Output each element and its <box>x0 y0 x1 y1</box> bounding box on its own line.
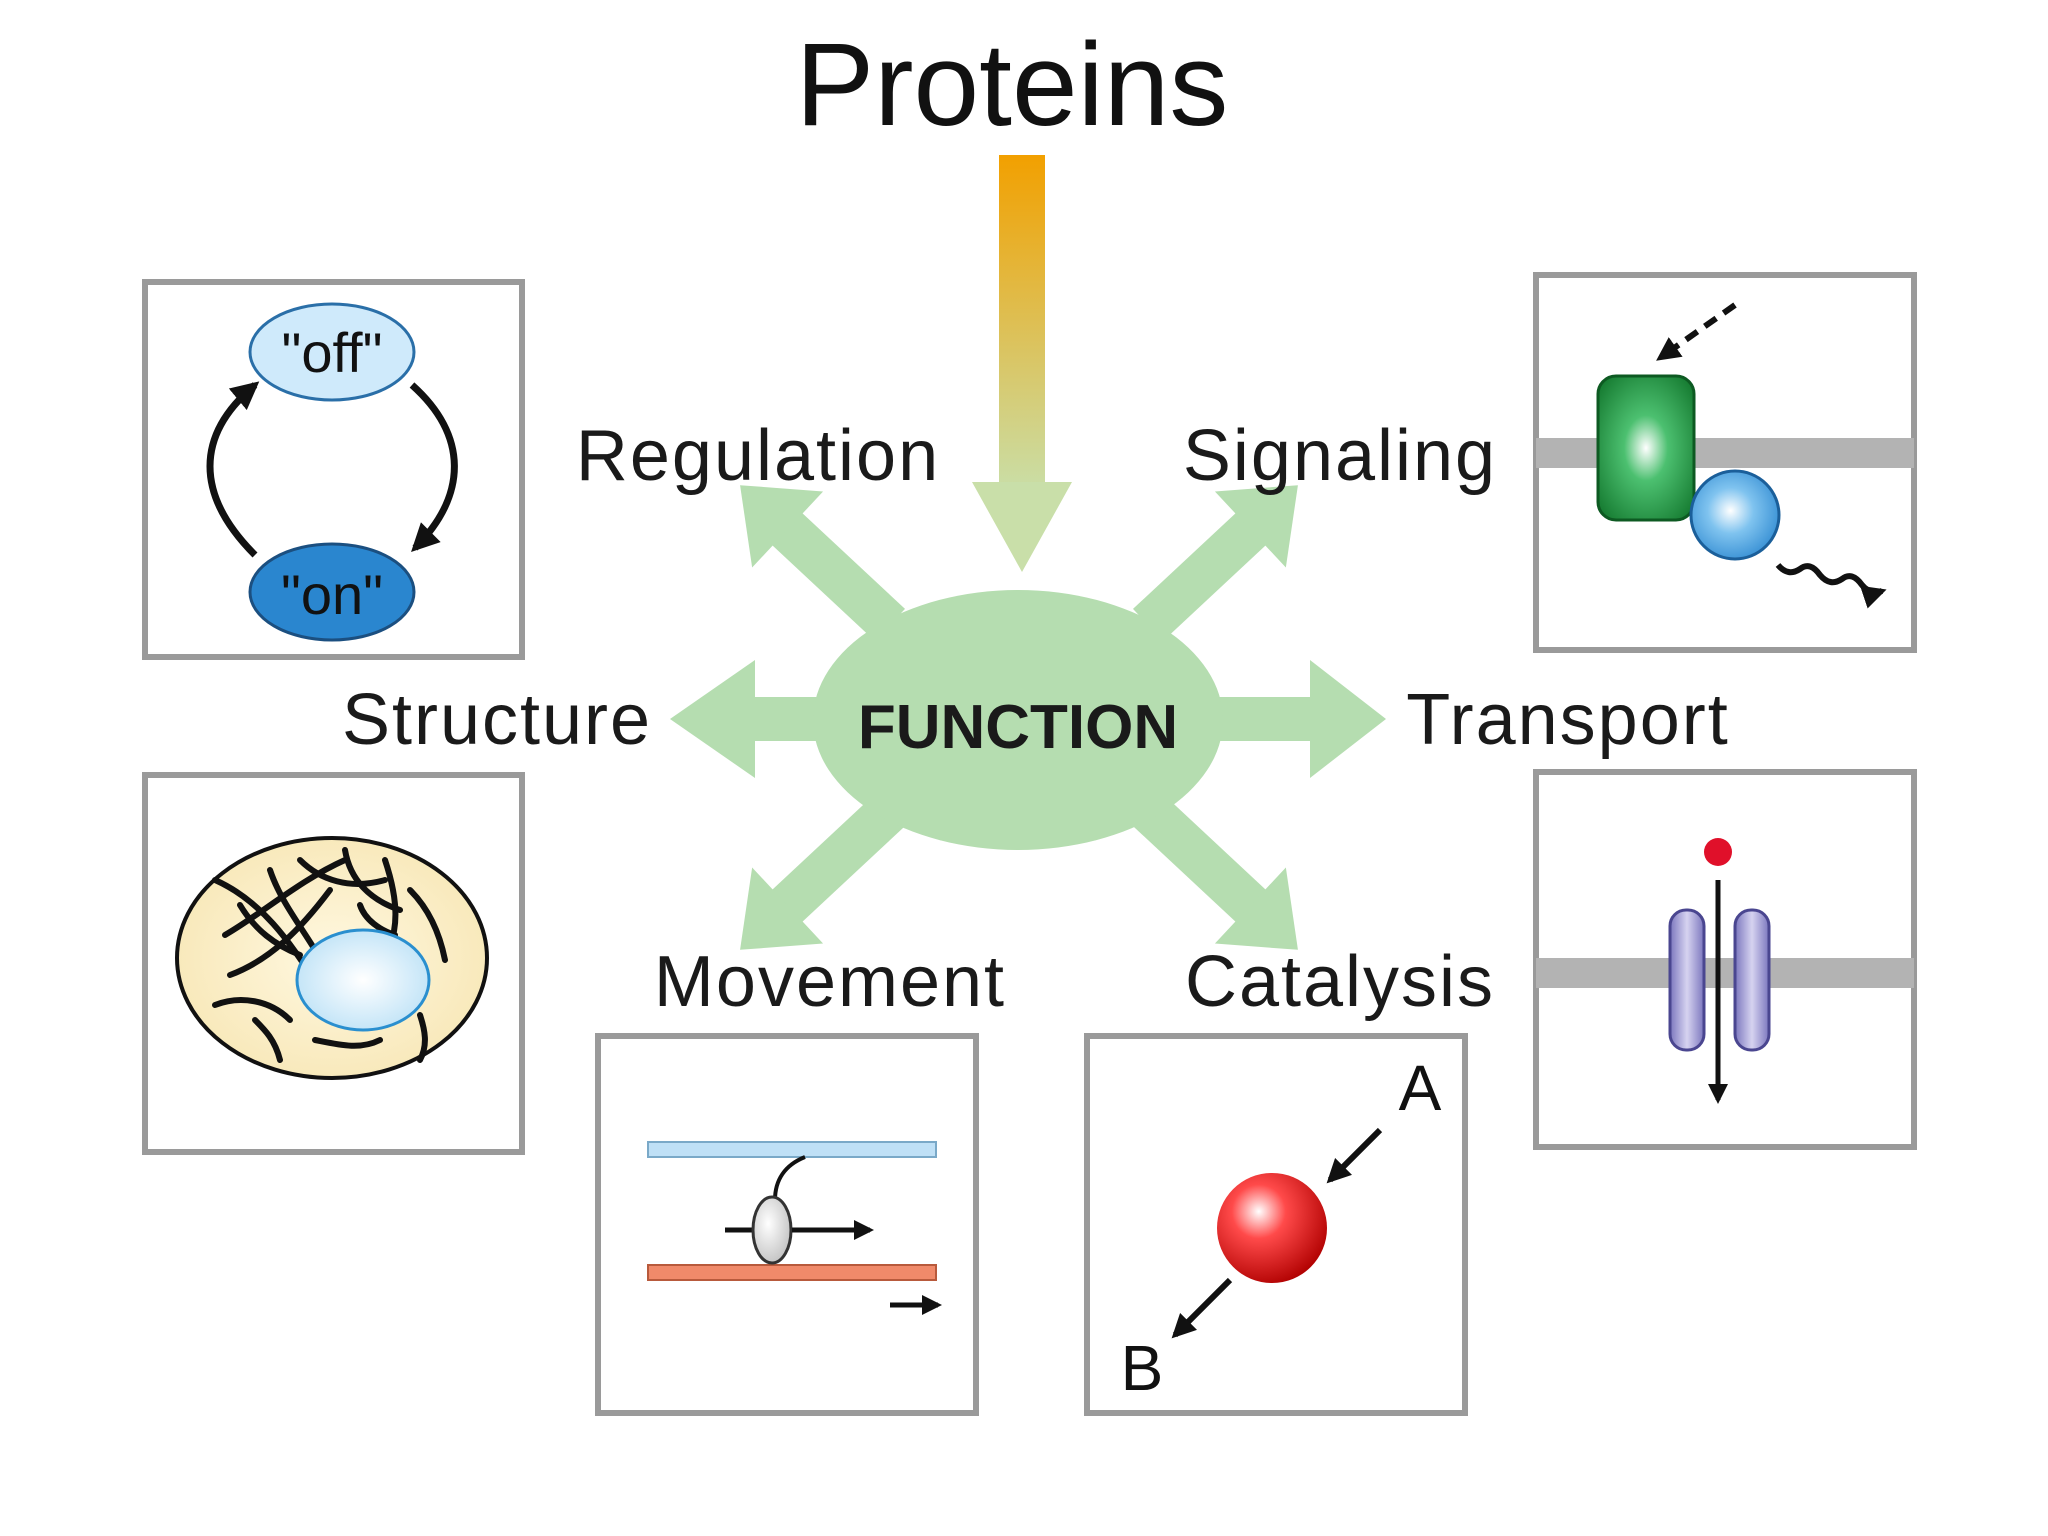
catalysis-panel: A B <box>1084 1033 1468 1416</box>
enzyme <box>1217 1173 1327 1283</box>
on-to-off-arrow-icon <box>206 381 260 558</box>
signaling-panel <box>1533 272 1917 653</box>
on-label: "on" <box>281 563 383 626</box>
label-movement: Movement <box>654 942 1006 1022</box>
on-state <box>248 542 416 642</box>
product-arrow-icon <box>1171 1277 1233 1339</box>
signal-input-arrow-icon <box>1656 302 1737 361</box>
arrow-regulation <box>740 485 906 642</box>
label-regulation: Regulation <box>576 416 940 496</box>
substrate-label: A <box>1399 1052 1442 1124</box>
arrow-signaling <box>1132 485 1298 642</box>
signal-output-arrow-icon <box>1775 562 1887 609</box>
diagram-title: Proteins <box>796 19 1229 151</box>
membrane <box>1536 438 1914 468</box>
transported-molecule <box>1704 838 1732 866</box>
track-bottom <box>647 1264 937 1281</box>
signal-transducer <box>1689 469 1781 561</box>
substrate-arrow-icon <box>1326 1127 1383 1184</box>
channel-right <box>1733 908 1771 1052</box>
off-state <box>248 302 416 402</box>
motor-neck <box>773 1155 806 1201</box>
function-arrows <box>670 485 1386 950</box>
product-label: B <box>1121 1332 1164 1404</box>
arrow-catalysis <box>1132 793 1298 950</box>
off-label: "off" <box>281 321 382 384</box>
off-to-on-arrow-icon <box>409 382 458 552</box>
movement-panel <box>595 1033 979 1416</box>
nucleus <box>295 928 431 1032</box>
regulation-panel: "off" "on" <box>142 279 525 660</box>
motor-protein <box>751 1195 793 1265</box>
arrow-movement <box>740 793 906 950</box>
membrane <box>1536 958 1914 988</box>
label-structure: Structure <box>342 680 652 760</box>
receptor <box>1596 374 1696 522</box>
function-label: FUNCTION <box>858 693 1178 762</box>
label-catalysis: Catalysis <box>1185 942 1495 1022</box>
channel-left <box>1668 908 1706 1052</box>
label-transport: Transport <box>1406 680 1729 760</box>
function-hub <box>813 590 1223 850</box>
transport-panel <box>1533 769 1917 1150</box>
structure-panel <box>142 772 525 1155</box>
input-arrow <box>972 155 1072 572</box>
label-signaling: Signaling <box>1183 416 1497 496</box>
track-top <box>647 1141 937 1158</box>
